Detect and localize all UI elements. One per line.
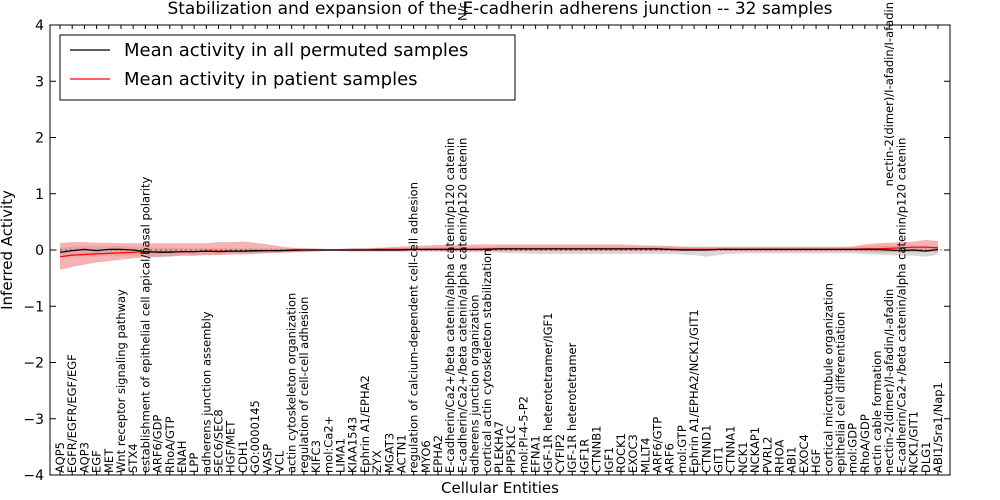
x-category-label: adherens junction organization [468,295,482,473]
x-category-label: nectin-2(dimer)/I-afadin/I-afadin [882,289,896,473]
x-category-label: mol:PI-4-5-P2 [516,396,530,473]
x-category-label: EXOC3 [626,434,640,473]
x-category-label: SEC6/SEC8 [212,409,226,473]
x-category-label: CTNNA1 [724,426,738,473]
x-category-label: DLG1 [919,442,933,474]
x-category-label: GO:0000145 [248,400,262,473]
x-category-label: MLLT4 [638,438,652,474]
y-tick-label: −3 [23,412,44,428]
legend-box [59,34,516,101]
x-category-label: ARF6 [663,443,677,473]
x-category-label: VASP [260,444,274,473]
x-category-label: actin cytoskeleton organization [285,293,299,473]
x-category-label: CTNND1 [699,425,713,473]
x-category-label-top: N/c [455,2,469,21]
x-category-label: RHOA [773,440,787,473]
x-category-label: IGF-1R heterotetramer [565,342,579,473]
x-category-label: adherens junction assembly [199,311,213,473]
x-category-label: STX4 [126,443,140,473]
x-category-label: ABI1 [785,447,799,473]
x-category-label: IGF1 [602,447,616,473]
x-category-label: regulation of calcium-dependent cell-cel… [407,182,421,473]
x-category-label: HGF/MET [224,420,238,473]
x-category-label: mol:Ca2+ [321,416,335,473]
x-category-label: MGAT3 [382,433,396,473]
x-category-label: CDH1 [236,440,250,473]
x-category-label: AQP3 [77,442,91,473]
legend-label-patient: Mean activity in patient samples [124,69,418,90]
y-tick-label: 4 [35,18,44,34]
x-category-label: EGFR/EGFR/EGF/EGF [65,354,79,473]
x-category-label: ACTN1 [394,434,408,473]
y-tick-label: 0 [35,243,44,259]
x-category-label: KIAA1543 [346,417,360,473]
x-category-label: E-cadherin/Ca2+/beta catenin/alpha caten… [443,138,457,473]
x-category-label: RhoA/GDP [858,414,872,473]
line-series-0 [59,248,939,253]
x-category-label: PVRL2 [760,436,774,473]
x-category-label: LPP [187,453,201,473]
x-category-label: MYO6 [419,440,433,473]
x-category-label: ARF6/GTP [651,417,665,473]
x-category-label: AQP5 [53,442,67,473]
x-category-label: Ephrin A1/EPHA2/NCK1/GIT1 [687,309,701,473]
x-category-label: IGF1R [577,439,591,473]
x-category-label: cortical actin cytoskeleton stabilizatio… [480,249,494,473]
x-category-label: VCL [273,450,287,473]
y-tick-label: 1 [35,187,44,203]
x-category-label: NCK1 [736,442,750,474]
x-category-label: ARF6/GDP [151,415,165,473]
x-category-label: CTNNB1 [590,426,604,473]
x-axis-title: Cellular Entities [441,479,559,497]
x-category-label-top: nectin-2(dimer)/I-afadin/I-afadin [882,2,896,186]
x-category-label: KIFC3 [309,440,323,473]
x-category-label: NCK1/GIT1 [907,411,921,473]
x-category-label: RhoA/GTP [163,416,177,473]
x-category-label: ZYX [370,450,384,473]
confidence-bands [60,239,938,270]
x-category-label: regulation of cell-cell adhesion [297,297,311,473]
x-category-label: LIMA1 [334,438,348,473]
x-category-label: HGF [809,449,823,473]
x-category-label: E-cadherin/Ca2+/beta catenin/alpha caten… [455,138,469,473]
y-axis: −4 −3 −2 −1 0 1 2 3 4 [23,18,950,484]
y-tick-label: 3 [35,74,44,90]
x-category-label: cortical microtubule organization [821,283,835,473]
legend-label-permuted: Mean activity in all permuted samples [124,40,468,61]
x-category-label: EGF [90,450,104,473]
x-category-label: mol:GDP [846,423,860,473]
x-category-label: establishment of epithelial cell apical/… [138,177,152,473]
x-category-label: NCKAP1 [748,427,762,473]
x-category-label: ENAH [175,441,189,473]
x-category-label: epithelial cell differentiation [833,312,847,473]
series-lines [59,246,939,258]
y-axis-title: Inferred Activity [0,190,16,310]
x-category-label: actin cable formation [870,350,884,473]
x-category-label: E-cadherin/Ca2+/beta catenin/alpha caten… [894,138,908,473]
band-series-1 [60,239,938,270]
x-category-label: EPHA2 [431,435,445,473]
y-tick-label: −4 [23,468,44,484]
x-category-label: ROCK1 [614,433,628,473]
x-category-label: GIT1 [712,446,726,473]
x-category-label: mol:GTP [675,425,689,473]
y-tick-label: 2 [35,131,44,147]
x-category-label: EXOC4 [797,434,811,473]
x-category-label: Ephrin A1/EPHA2 [358,375,372,473]
x-category-label: PLEKHA7 [492,421,506,473]
x-category-label: EFNA1 [529,435,543,473]
x-category-label: CYFIP2 [553,434,567,473]
y-tick-label: −2 [23,356,44,372]
x-category-label: IGF-1R heterotetramer/IGF1 [541,313,555,473]
y-tick-label: −1 [23,299,44,315]
x-category-label: Wnt receptor signaling pathway [114,289,128,473]
x-category-label: ABI1/Sra1/Nap1 [931,382,945,473]
x-category-label: MET [102,448,116,473]
legend: Mean activity in all permuted samples Me… [59,34,516,101]
x-category-label: PIP5K1C [504,426,518,473]
chart-title: Stabilization and expansion of the E-cad… [167,0,832,19]
